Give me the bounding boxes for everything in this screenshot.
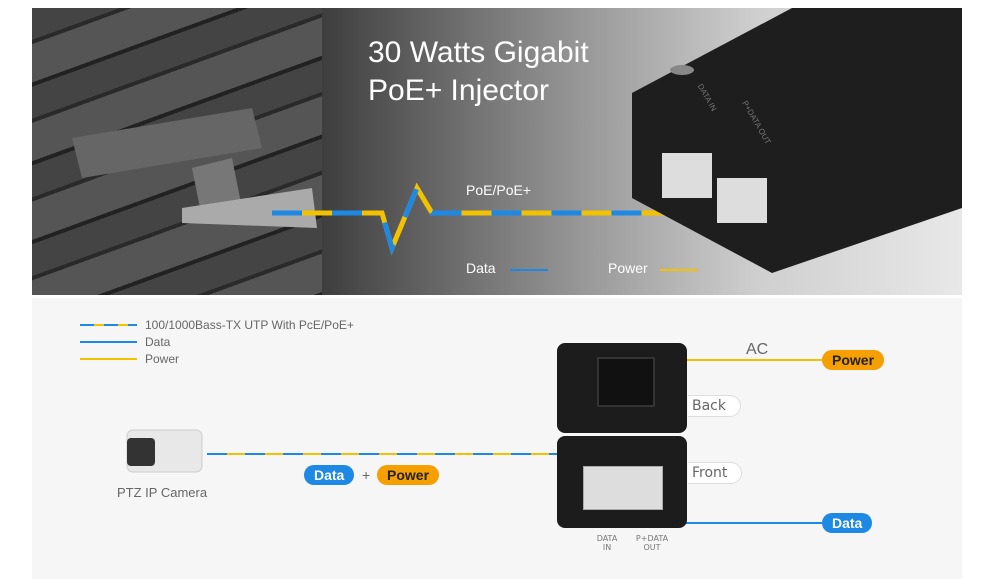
banner-graphics xyxy=(72,8,962,273)
power-pill-ac: Power xyxy=(822,350,885,370)
legend-item: Power xyxy=(145,352,180,366)
camera-label: PTZ IP Camera xyxy=(117,485,208,500)
back-label: Back xyxy=(688,395,741,417)
ac-socket-icon xyxy=(597,357,655,407)
legend-item: 100/1000Bass-TX UTP With PcE/PoE+ xyxy=(145,318,354,332)
port-out-label: P+DATA OUT xyxy=(635,534,669,552)
injector-back xyxy=(557,343,687,433)
legend-data-label: Data xyxy=(466,260,496,276)
camera-icon xyxy=(126,429,203,473)
ac-label: AC xyxy=(746,341,769,358)
injector-front xyxy=(557,436,687,528)
legend-item: Data xyxy=(145,335,171,349)
legend-power-label: Power xyxy=(608,260,648,276)
cable-label: PoE/PoE+ xyxy=(466,182,531,198)
data-pill: Data xyxy=(304,465,355,485)
port-in-label: DATA IN xyxy=(596,534,618,552)
power-pill: Power xyxy=(377,465,440,485)
injector-device xyxy=(632,8,962,273)
data-pill-out: Data xyxy=(822,513,873,533)
ethernet-ports-icon xyxy=(583,466,663,510)
connection-diagram: 100/1000Bass-TX UTP With PcE/PoE+ Data P… xyxy=(32,298,962,579)
poe-cable xyxy=(272,182,752,256)
camera-icon xyxy=(72,108,317,228)
plus-sign: + xyxy=(362,467,371,483)
diagram-lines xyxy=(80,324,822,524)
front-label: Front xyxy=(688,462,743,484)
